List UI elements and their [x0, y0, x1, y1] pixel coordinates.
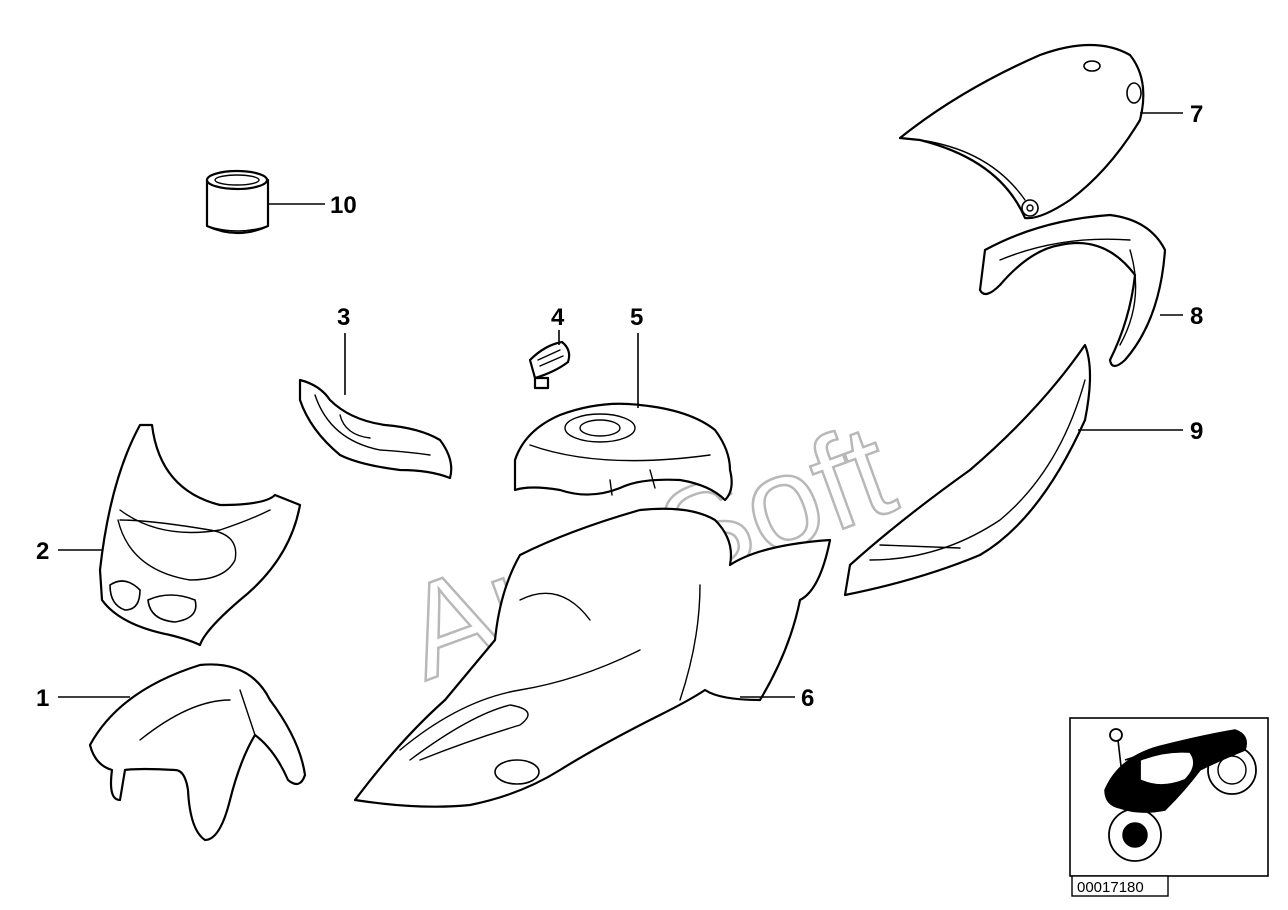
part-grommet[interactable]	[205, 169, 270, 235]
callout-7[interactable]: 7	[1190, 101, 1203, 128]
callout-2[interactable]: 2	[36, 538, 49, 565]
part-tank-cover[interactable]	[513, 402, 733, 502]
part-seat-cover[interactable]	[898, 43, 1145, 220]
part-front-fender[interactable]	[88, 663, 307, 842]
diagram-code: 00017180	[1077, 879, 1144, 896]
callout-10[interactable]: 10	[330, 192, 357, 219]
callout-5[interactable]: 5	[630, 304, 643, 331]
callout-8[interactable]: 8	[1190, 303, 1203, 330]
part-inner-panel[interactable]	[298, 378, 453, 480]
callout-9[interactable]: 9	[1190, 418, 1203, 445]
part-clip[interactable]	[528, 340, 571, 390]
diagram-code-box: 00017180	[1071, 875, 1169, 897]
callout-6[interactable]: 6	[801, 685, 814, 712]
callout-3[interactable]: 3	[337, 304, 350, 331]
part-rear-side-trim[interactable]	[843, 343, 1092, 597]
callout-4[interactable]: 4	[551, 304, 565, 331]
overview-thumbnail	[1069, 717, 1269, 877]
part-side-panel[interactable]	[353, 507, 832, 808]
part-front-fairing[interactable]	[98, 423, 302, 647]
callout-1[interactable]: 1	[36, 685, 49, 712]
part-rear-cowl[interactable]	[978, 213, 1167, 368]
